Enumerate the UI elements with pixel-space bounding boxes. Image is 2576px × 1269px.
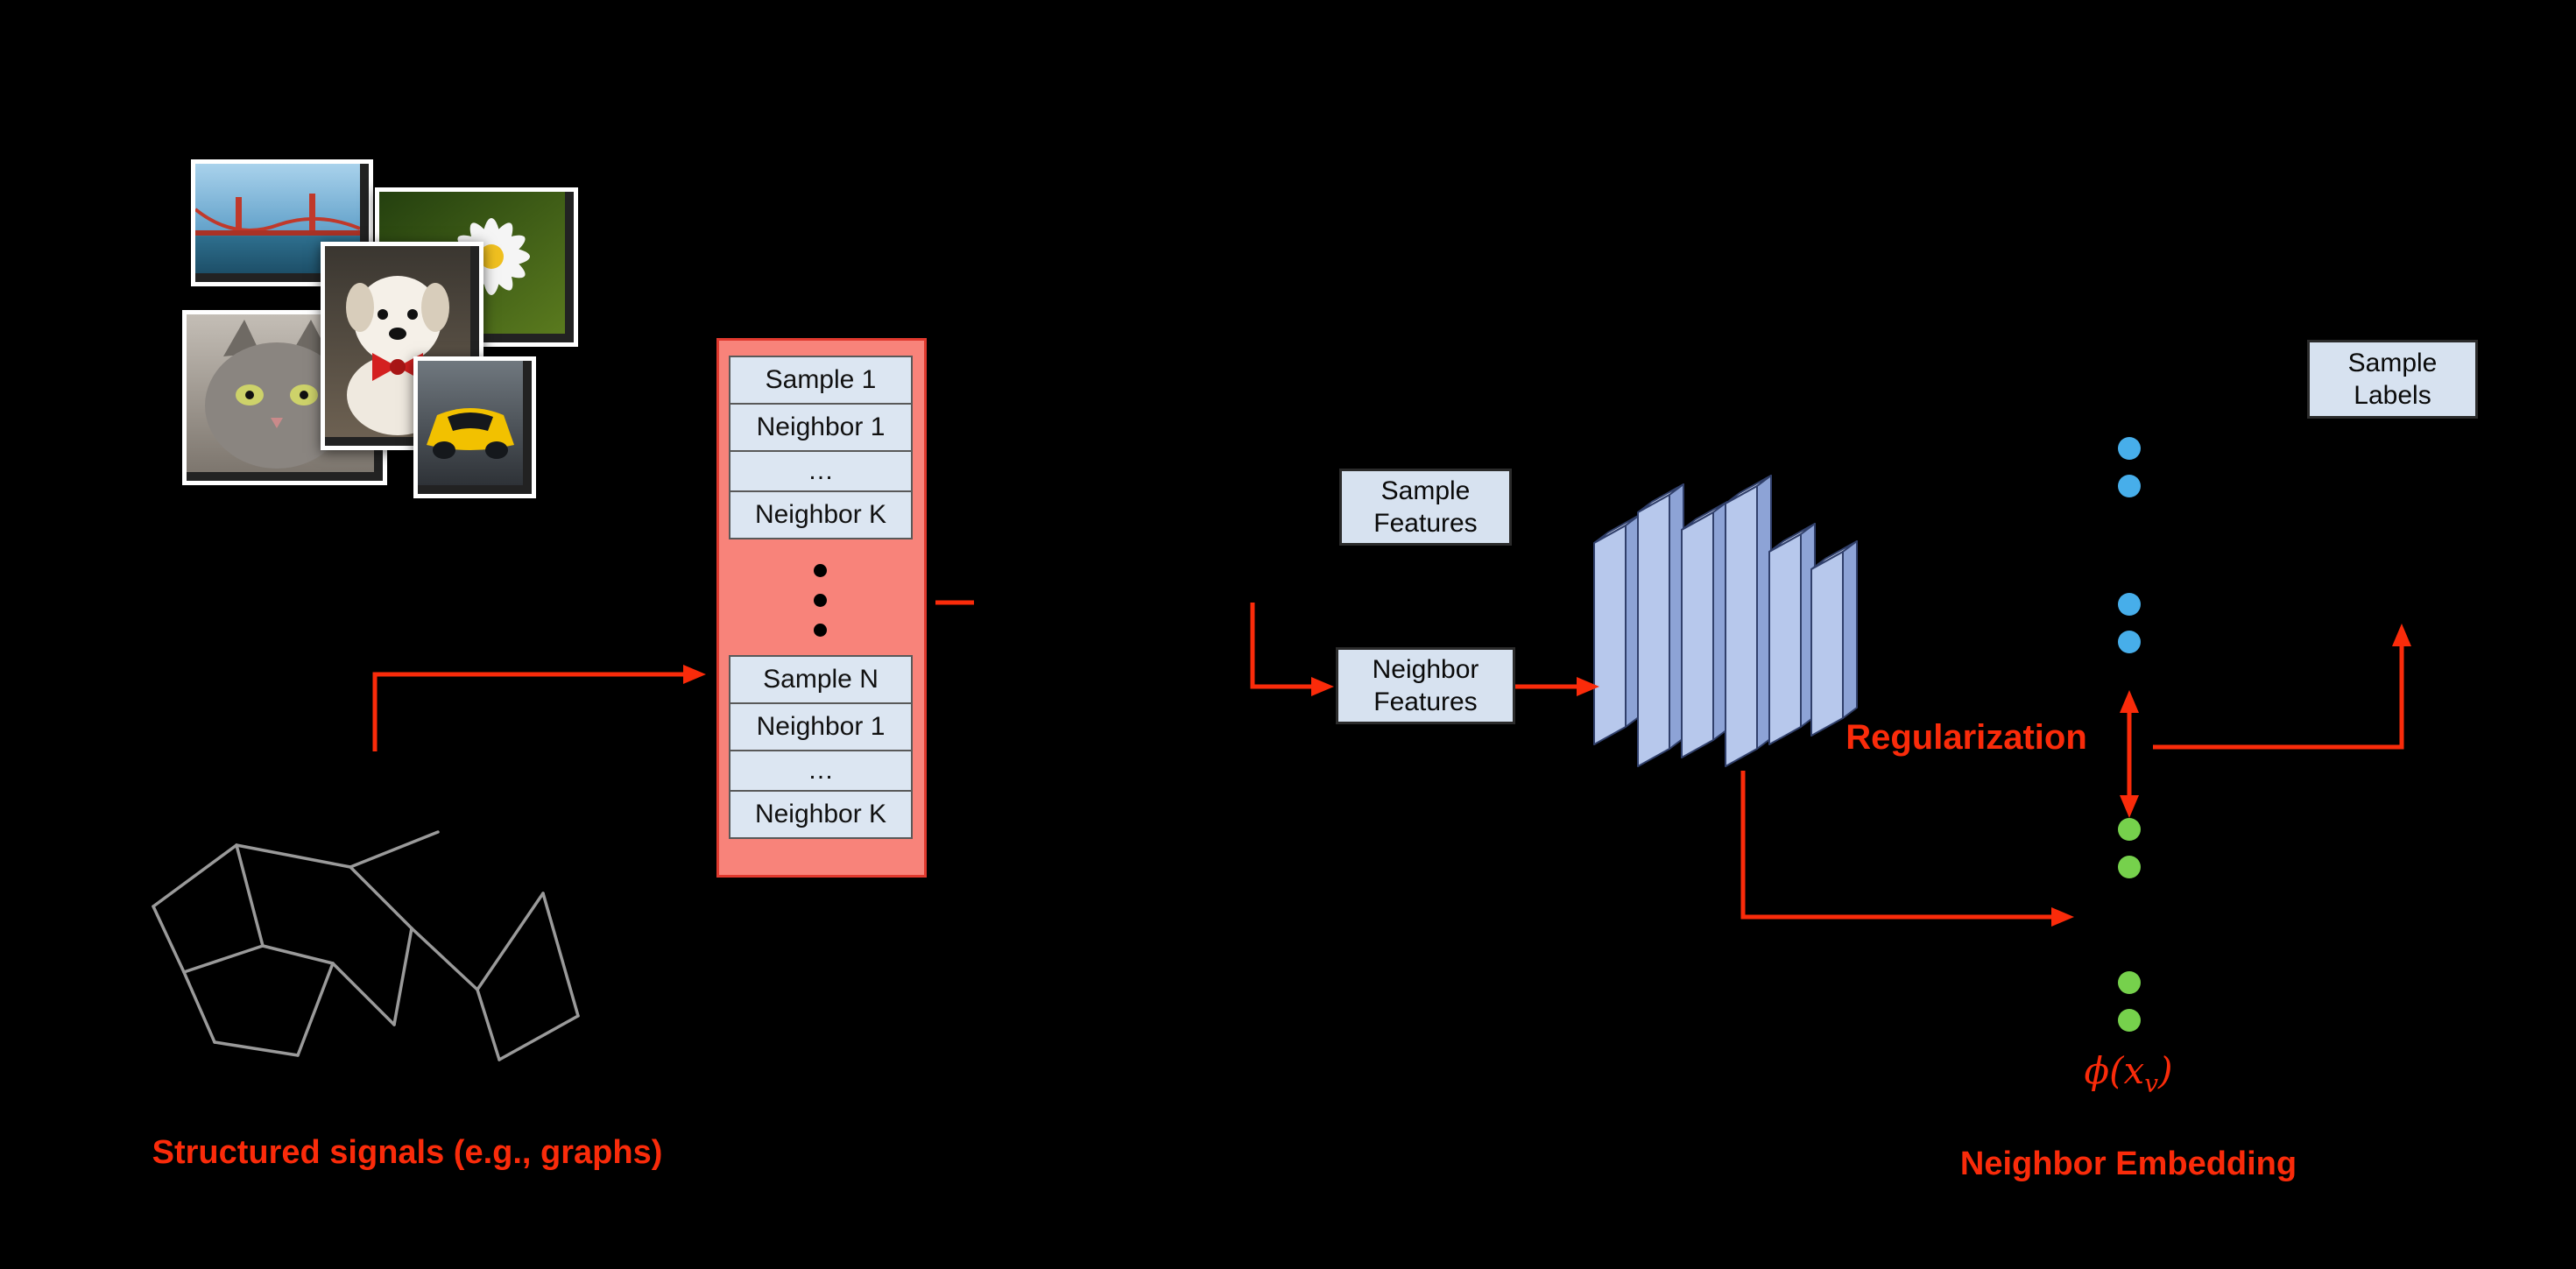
structured-signals-label: Structured signals (e.g., graphs)	[152, 1134, 663, 1171]
neighbor-features-box: Neighbor Features	[1336, 647, 1515, 724]
embedding-dot	[2118, 1009, 2141, 1032]
embedding-dot	[2118, 856, 2141, 878]
graph-illustration	[152, 830, 580, 1061]
embedding-dot	[2118, 475, 2141, 497]
neighbor-embedding-label: Neighbor Embedding	[1959, 1146, 2297, 1182]
neighbor-features-label: Neighbor Features	[1372, 655, 1479, 716]
arrow-embedding-to-labels	[2153, 645, 2404, 750]
batch-cell-sample-n: Sample N	[729, 655, 913, 704]
batch-cell-neighbor-1b: Neighbor 1	[729, 702, 913, 751]
arrowheads	[683, 624, 2411, 927]
arrow-signals-to-batch	[372, 672, 685, 751]
regularization-label: Regularization	[1846, 718, 2087, 757]
batch-ellipsis-dot	[814, 594, 827, 607]
batch-cell-neighbor-k: Neighbor K	[729, 490, 913, 539]
sample-features-label: Sample Features	[1373, 476, 1478, 538]
sample-labels-box: Sample Labels	[2307, 340, 2478, 419]
batch-cell-ellipsis: …	[729, 450, 913, 492]
batch-cell-ellipsis-b: …	[729, 750, 913, 792]
arrow-nn-to-neighbor-embedding	[1740, 771, 2053, 920]
embedding-dot	[2118, 593, 2141, 616]
batch-ellipsis-dot	[814, 624, 827, 637]
sample-labels-label: Sample Labels	[2347, 349, 2438, 410]
neural-network-layers	[1593, 475, 1858, 767]
embedding-dot	[2118, 818, 2141, 841]
batch-ellipsis-dot	[814, 564, 827, 577]
batch-cell-neighbor-1: Neighbor 1	[729, 403, 913, 452]
embedding-dot	[2118, 971, 2141, 994]
sample-features-box: Sample Features	[1339, 469, 1512, 546]
batch-cell-sample-1: Sample 1	[729, 356, 913, 405]
batch-box: Sample 1 Neighbor 1 … Neighbor K Sample …	[716, 338, 927, 878]
bridge-photo	[191, 159, 373, 286]
embedding-dot	[2118, 631, 2141, 653]
batch-cell-neighbor-kb: Neighbor K	[729, 790, 913, 839]
phi-label: ϕ(xv)	[2084, 1049, 2173, 1098]
dog-photo	[321, 242, 483, 450]
embedding-dot	[2118, 437, 2141, 460]
car-photo	[413, 356, 536, 498]
arrow-batch-to-neighbor-features	[1250, 603, 1314, 689]
